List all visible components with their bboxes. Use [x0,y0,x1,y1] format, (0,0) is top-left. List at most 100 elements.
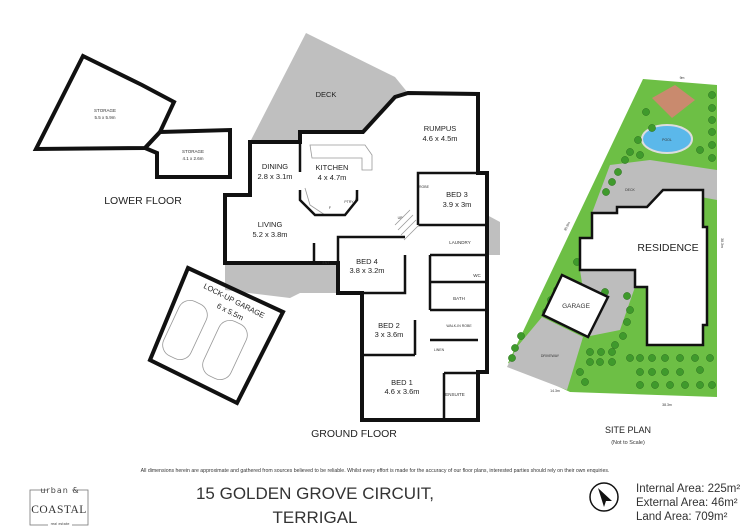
logo-main: COASTAL [31,504,87,516]
tree-icon [648,124,656,132]
tree-icon [626,148,634,156]
kitchen-island-wall [298,190,359,217]
dimension-left: 35.9m [563,221,571,232]
tree-icon [614,168,622,176]
wc-label: WC [473,273,481,278]
tree-icon [608,178,616,186]
tree-icon [642,108,650,116]
site-plan: RESIDENCE GARAGE POOL DECK DRIVEWAY 9m 3… [507,76,724,446]
land-area: Land Area: 709m² [636,511,728,523]
tree-icon [581,378,589,386]
tree-icon [611,341,619,349]
driveway-paving [507,317,583,390]
tree-icon [691,354,699,362]
tree-icon [636,354,644,362]
stairs-up-label: UP [398,216,404,220]
laundry-label: LAUNDRY [449,240,470,245]
bed1-size: 4.6 x 3.6m [384,387,419,396]
kitchen-label: KITCHEN [316,163,349,172]
tree-icon [621,156,629,164]
tree-icon [623,292,631,300]
dimension-bottom: 38.3m [662,403,672,407]
bed2-walls [362,320,417,357]
tree-icon [634,136,642,144]
storage-room-1-outline [32,53,177,152]
bed4-label: BED 4 [356,257,378,266]
bed3-label: BED 3 [446,190,468,199]
ground-floor-title: GROUND FLOOR [311,428,397,440]
tree-icon [661,368,669,376]
logo-top: urban & [40,486,79,495]
site-deck-label: DECK [625,188,635,192]
deck-paving [592,160,717,213]
disclaimer: All dimensions herein are approximate an… [141,468,610,474]
side-steps [487,215,500,255]
storage-1-label: STORAGE [94,108,116,113]
tree-icon [626,306,634,314]
tree-icon [626,354,634,362]
tree-icon [648,368,656,376]
tree-icon [651,381,659,389]
pantry-label: PTRY [344,200,354,204]
fridge-label: F [329,206,331,210]
tree-icon [648,354,656,362]
tree-icon [602,188,610,196]
dimension-right: 38.3m [720,238,724,248]
storage-1-size: 5.5 x 5.9m [94,115,115,120]
tree-icon [597,348,605,356]
robe-label: ROBE [419,185,430,189]
stairs [394,209,420,241]
storage-room-2-outline [141,127,232,179]
bed4-size: 3.8 x 3.2m [349,266,384,275]
walk-in-robe-label: WALK-IN ROBE [446,324,472,328]
residence-outline [578,188,709,347]
tree-icon [636,381,644,389]
storage-2-label: STORAGE [182,149,204,154]
deck-area [250,33,408,142]
wet-area-walls-2 [428,255,487,420]
living-size: 5.2 x 3.8m [252,230,287,239]
tree-icon [517,332,525,340]
tree-icon [608,348,616,356]
lower-floor: STORAGE 5.5 x 5.9m STORAGE 4.1 x 2.6m LO… [32,53,232,207]
dimension-top: 9m [680,76,685,80]
linen-label: LINEN [434,348,445,352]
tree-icon [706,354,714,362]
tree-icon [576,368,584,376]
tree-icon [508,354,516,362]
entry-label: ENT [323,261,331,265]
pool-deck [652,85,695,118]
tree-icon [586,358,594,366]
pool [641,124,693,154]
dimension-front: 14.3m [550,389,560,393]
tree-icon [708,91,716,99]
dining-label: DINING [262,162,288,171]
tree-icon [696,381,704,389]
tree-icon [619,332,627,340]
rumpus-size: 4.6 x 4.5m [422,134,457,143]
site-plan-title: SITE PLAN [605,425,651,435]
site-plan-subtitle: (Not to Scale) [611,440,645,446]
tree-icon [608,358,616,366]
tree-icon [511,344,519,352]
logo-bottom: real estate [51,522,70,526]
dining-size: 2.8 x 3.1m [257,172,292,181]
tree-icon [696,366,704,374]
kitchen-size: 4 x 4.7m [318,173,347,182]
logo: urban & COASTAL real estate [29,486,89,528]
footer: All dimensions herein are approximate an… [29,468,740,528]
tree-icon [623,318,631,326]
bed2-size: 3 x 3.6m [375,330,404,339]
tree-icon [596,358,604,366]
driveway-label: DRIVEWAY [541,354,560,358]
deck-label: DECK [316,90,337,99]
address-line-1: 15 GOLDEN GROVE CIRCUIT, [196,484,434,503]
bed3-size: 3.9 x 3m [443,200,472,209]
tree-icon [681,381,689,389]
tree-icon [586,348,594,356]
tree-icon [676,368,684,376]
garage-outline [147,265,286,406]
tree-icon [636,151,644,159]
tree-icon [708,128,716,136]
